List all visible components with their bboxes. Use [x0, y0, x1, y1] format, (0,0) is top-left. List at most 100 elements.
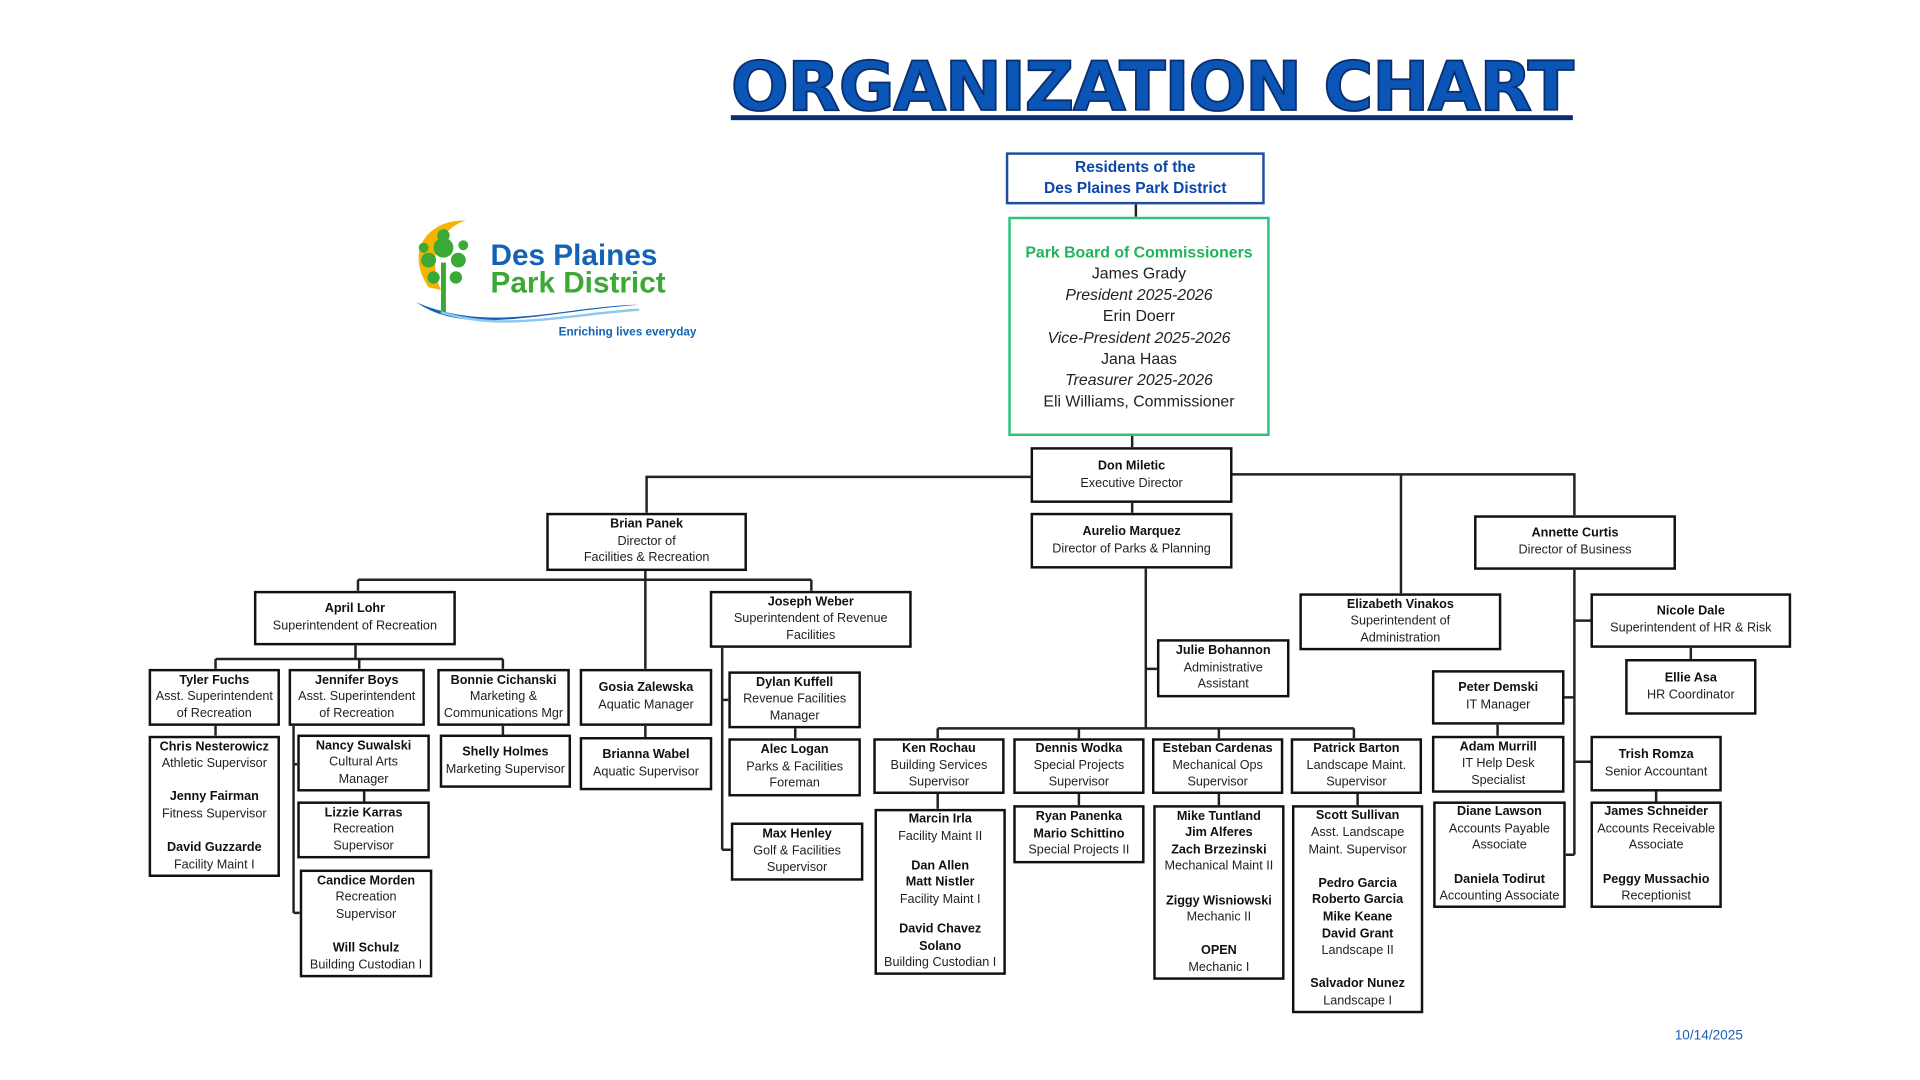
job-title: Mechanical Ops	[1172, 758, 1263, 773]
job-title: of Recreation	[319, 707, 395, 721]
park-district-logo: Des Plaines Park District Enriching live…	[416, 220, 697, 339]
job-title: Vice-President 2025-2026	[1047, 327, 1231, 347]
job-title: Supervisor	[1048, 775, 1110, 790]
person-name: Julie Bohannon	[1175, 644, 1271, 658]
job-title: Administrative	[1183, 661, 1263, 675]
person-name: Ken Rochau	[902, 742, 976, 756]
person-name: Don Miletic	[1097, 459, 1166, 474]
job-title: Supervisor	[335, 907, 397, 922]
person-name: Ellie Asa	[1664, 671, 1717, 685]
job-title: Supervisor	[1326, 775, 1387, 790]
person-name: Peggy Mussachio	[1602, 872, 1710, 887]
job-title: Accounts Receivable	[1597, 822, 1716, 836]
job-title: Specialist	[1471, 773, 1526, 788]
person-name: Tyler Fuchs	[179, 673, 250, 687]
job-title: Facilities & Recreation	[583, 551, 710, 566]
job-title: Administration	[1360, 631, 1441, 646]
job-title: Marketing Supervisor	[445, 762, 566, 777]
job-title: Manager	[769, 709, 820, 724]
person-name: Pedro Garcia	[1318, 876, 1397, 891]
svg-text:Enriching lives everyday: Enriching lives everyday	[559, 326, 697, 339]
job-title: Superintendent of Revenue	[733, 612, 888, 626]
job-title: Special Projects	[1033, 758, 1125, 773]
job-title: Manager	[338, 772, 389, 787]
job-title: Maint. Supervisor	[1308, 843, 1407, 857]
person-name: David Guzzarde	[166, 841, 262, 855]
person-name: Shelly Holmes	[462, 745, 549, 760]
person-name: Jenny Fairman	[169, 790, 259, 805]
job-title: Cultural Arts	[329, 755, 398, 770]
job-title: Mechanical Maint II	[1164, 860, 1274, 874]
person-name: Patrick Barton	[1313, 742, 1400, 756]
person-name: Gosia Zalewska	[598, 681, 694, 696]
job-title: Recreation	[335, 891, 397, 905]
person-name: Mike Keane	[1322, 910, 1393, 925]
person-name: Dylan Kuffell	[756, 675, 834, 690]
person-name: Park Board of Commissioners	[1025, 242, 1253, 261]
job-title: Jana Haas	[1101, 348, 1177, 368]
job-title: Supervisor	[333, 839, 394, 854]
person-name: Will Schulz	[332, 941, 400, 956]
person-name: Brian Panek	[610, 517, 684, 532]
person-name: Max Henley	[762, 827, 832, 842]
job-title: of Recreation	[176, 707, 252, 721]
job-title: Aquatic Supervisor	[593, 764, 699, 779]
job-title: Foreman	[769, 777, 820, 791]
person-name: Mario Schittino	[1033, 827, 1125, 841]
job-title: Golf & Facilities	[753, 844, 841, 859]
job-title: Recreation	[333, 822, 395, 837]
job-title: Landscape I	[1323, 994, 1392, 1009]
job-title: Erin Doerr	[1102, 306, 1176, 325]
job-title: Senior Accountant	[1604, 764, 1708, 779]
job-title: Building Custodian I	[884, 956, 997, 971]
person-name: Nancy Suwalski	[315, 739, 412, 753]
job-title: Communications Mgr	[443, 707, 564, 721]
job-title: Executive Director	[1080, 476, 1183, 490]
job-title: Mechanic II	[1186, 910, 1252, 925]
job-title: Building Custodian I	[309, 958, 423, 972]
job-title: IT Help Desk	[1461, 757, 1535, 771]
job-title: James Grady	[1091, 263, 1187, 283]
job-title: Director of Business	[1518, 543, 1632, 558]
person-name: Peter Demski	[1458, 681, 1539, 696]
person-name: Joseph Weber	[767, 595, 854, 609]
tree-icon	[418, 229, 469, 313]
job-title: Superintendent of Recreation	[272, 619, 437, 633]
person-name: Ziggy Wisniowski	[1165, 893, 1272, 908]
person-name: Des Plaines Park District	[1044, 179, 1227, 197]
person-name: Daniela Todirut	[1453, 872, 1545, 887]
svg-text:Des Plaines: Des Plaines	[491, 239, 658, 272]
person-name: Ryan Panenka	[1035, 810, 1123, 824]
job-title: Superintendent of HR & Risk	[1610, 621, 1772, 636]
job-title: Landscape II	[1321, 944, 1394, 958]
job-title: Special Projects II	[1028, 843, 1130, 858]
person-name: Matt Nistler	[905, 876, 975, 890]
job-title: Asst. Superintendent	[155, 690, 273, 704]
page-title: ORGANIZATION CHART	[730, 46, 1575, 127]
person-name: Scott Sullivan	[1315, 809, 1400, 824]
person-name: Alec Logan	[760, 743, 829, 757]
job-title: Fitness Supervisor	[162, 807, 267, 822]
job-title: Assistant	[1197, 677, 1249, 692]
job-title: Associate	[1628, 839, 1684, 853]
person-name: Diane Lawson	[1457, 805, 1542, 820]
person-name: Dan Allen	[911, 859, 970, 874]
